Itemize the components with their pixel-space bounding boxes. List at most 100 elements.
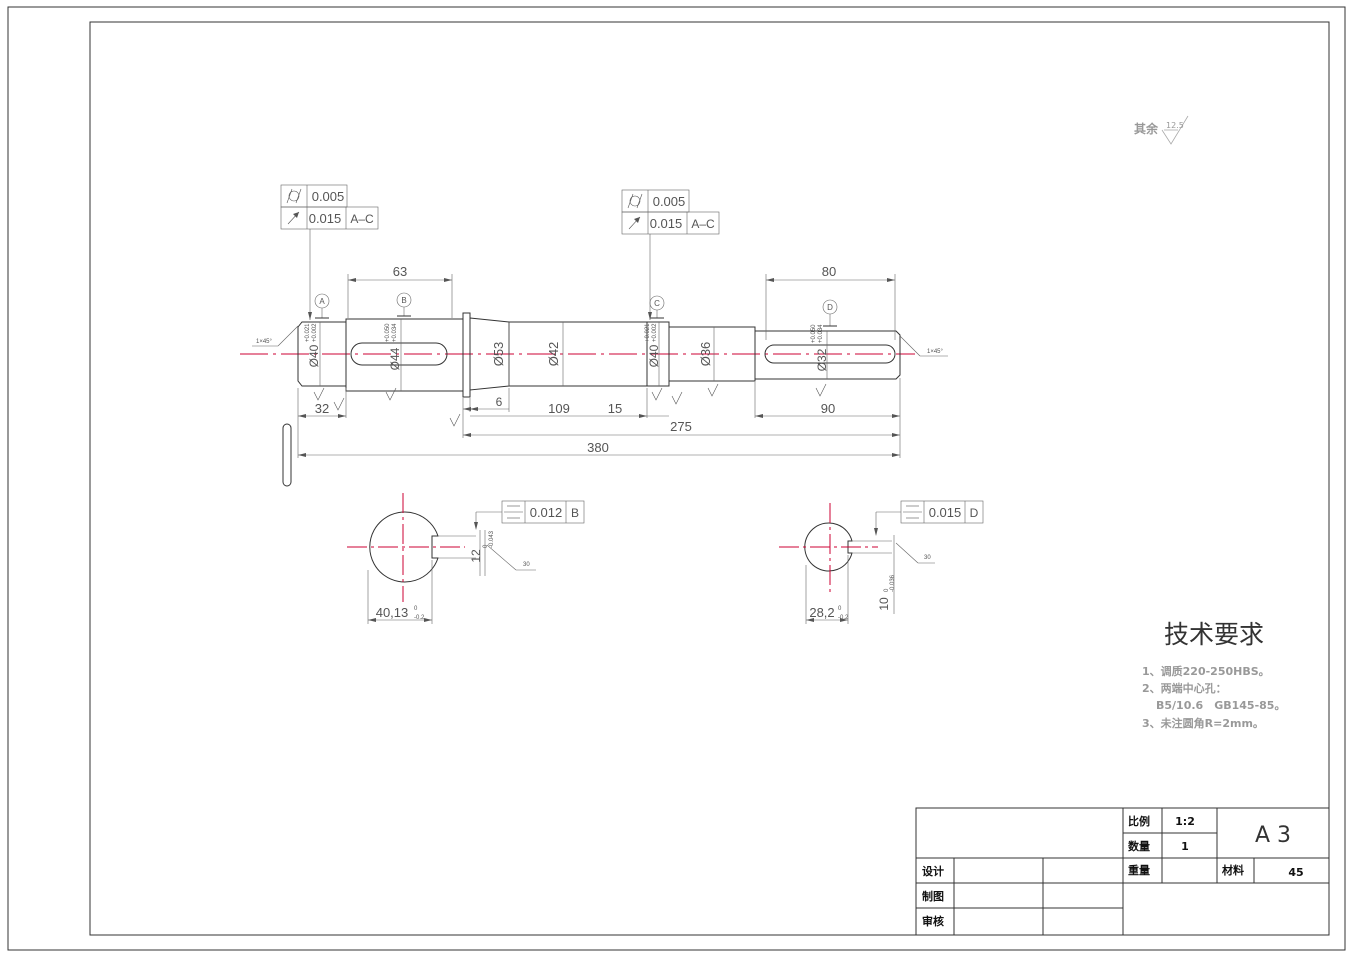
tol-32-upper: +0.050 <box>811 324 817 343</box>
tech-line-3: B5/10.6 GB145-85。 <box>1156 699 1285 712</box>
tb-scale-label: 比例 <box>1128 814 1150 828</box>
dim-380: 380 <box>587 440 609 455</box>
dia-40-left: Ø40 <box>307 344 321 367</box>
tech-line-4: 3、未注圆角R=2mm。 <box>1142 716 1264 730</box>
tb-scale-value: 1:2 <box>1175 815 1195 828</box>
dim-80: 80 <box>822 264 836 279</box>
tol-section-d-w-upper: 0 <box>838 606 842 612</box>
cylindricity-icon <box>286 188 302 204</box>
tb-draw-label: 制图 <box>922 889 944 903</box>
dim-section-b-width: 40,13 <box>376 605 409 620</box>
datum-ref-left: A–C <box>350 212 374 226</box>
dia-42: Ø42 <box>546 342 561 367</box>
flatness-value-middle: 0.005 <box>653 194 686 209</box>
datum-a: A <box>319 297 325 306</box>
datum-ref-middle: A–C <box>691 217 715 231</box>
tol-section-d-k-upper: 0 <box>884 588 890 592</box>
tb-design-label: 设计 <box>922 864 944 878</box>
tolerance-frame-middle: 0.005 0.015 A–C <box>621 189 720 320</box>
tb-weight-label: 重量 <box>1128 863 1150 877</box>
tol-section-d-w-lower: -0.2 <box>838 615 849 621</box>
symmetry-icon <box>903 505 922 519</box>
tech-line-1: 1、调质220-250HBS。 <box>1142 664 1270 678</box>
dia-36: Ø36 <box>698 342 713 367</box>
runout-arrow-icon <box>287 211 300 225</box>
dim-32: 32 <box>315 401 329 416</box>
symmetry-icon <box>504 505 523 519</box>
section-d-shape <box>804 522 853 572</box>
shaft-main-view <box>240 312 915 487</box>
tb-material-label: 材料 <box>1222 863 1244 877</box>
shaft-collar <box>462 312 471 398</box>
dim-63: 63 <box>393 264 407 279</box>
shaft-end-view-sketch <box>282 423 292 487</box>
title-block: 比例 1:2 数量 1 A 3 重量 材料 45 设计 制图 审核 <box>915 807 1330 936</box>
dim-109: 109 <box>548 401 570 416</box>
tol-section-b-w-lower: -0.2 <box>414 615 425 621</box>
runout-value-middle: 0.015 <box>650 216 683 231</box>
chamfer-right: 1×45° <box>927 349 944 355</box>
surface-finish-note: 其余 12.5 <box>1134 115 1189 145</box>
roughness-symbol-icon <box>1161 115 1189 145</box>
flatness-value-left: 0.005 <box>312 189 345 204</box>
tb-review-label: 审核 <box>922 914 944 928</box>
inner-frame <box>89 21 1330 936</box>
tol-40-right-lower: +0.002 <box>652 323 658 342</box>
svg-text:30: 30 <box>924 555 931 561</box>
tol-32-lower: +0.034 <box>818 324 824 343</box>
tol-40-left-lower: +0.002 <box>312 323 318 342</box>
tol-section-b-k-upper: 0 <box>483 544 489 548</box>
surface-finish-label: 其余 <box>1134 121 1159 136</box>
keyway-right <box>764 344 896 364</box>
section-b-shape <box>369 511 439 583</box>
tolerance-frame-left: 0.005 0.015 A–C <box>280 184 379 320</box>
dim-section-b-k: 12 <box>469 549 483 563</box>
dia-32: Ø32 <box>815 348 829 371</box>
tol-section-d-k-lower: -0.036 <box>890 574 896 592</box>
dim-90: 90 <box>821 401 835 416</box>
section-b-view: 0.012 B 30 12 0 -0.043 40,13 0 -0.2 <box>347 493 585 624</box>
shaft-end-keyed <box>754 330 901 380</box>
tech-title: 技术要求 <box>1164 620 1264 649</box>
outer-border <box>7 6 1346 951</box>
svg-text:30: 30 <box>523 562 530 568</box>
datum-b: B <box>401 296 406 305</box>
dim-275: 275 <box>670 419 692 434</box>
dim-section-d-width: 28,2 <box>809 605 834 620</box>
tol-40-left-upper: +0.021 <box>305 323 311 342</box>
symmetry-datum-b: B <box>571 506 579 520</box>
tech-requirements: 技术要求 1、调质220-250HBS。 2、两端中心孔： B5/10.6 GB… <box>1142 620 1285 730</box>
datum-d: D <box>827 303 833 312</box>
tb-qty-value: 1 <box>1181 840 1189 853</box>
tol-section-b-k-lower: -0.043 <box>489 530 495 548</box>
dia-44: Ø44 <box>388 347 402 370</box>
runout-arrow-icon <box>628 216 641 230</box>
tb-qty-label: 数量 <box>1128 839 1150 853</box>
keyway-left <box>350 342 448 366</box>
surface-finish-value: 12.5 <box>1166 121 1184 130</box>
tb-material-value: 45 <box>1288 866 1303 879</box>
dim-section-d-k: 10 <box>877 597 891 611</box>
tech-line-2: 2、两端中心孔： <box>1142 681 1227 695</box>
dim-6: 6 <box>496 395 503 409</box>
tb-sheet-size: A 3 <box>1255 823 1291 848</box>
tol-40-right-upper: +0.021 <box>645 323 651 342</box>
dia-40-right: Ø40 <box>647 344 661 367</box>
symmetry-datum-d: D <box>970 506 979 520</box>
datum-markers: A B C D <box>314 292 838 327</box>
tol-44-lower: +0.034 <box>392 323 398 342</box>
symmetry-value-b: 0.012 <box>530 505 563 520</box>
runout-value-left: 0.015 <box>309 211 342 226</box>
dimensions: 63 80 32 6 109 15 90 <box>252 264 948 458</box>
chamfer-left: 1×45° <box>256 339 273 345</box>
section-d-view: 0.015 D 30 10 0 -0.036 28,2 0 -0.2 <box>779 500 984 624</box>
dia-53: Ø53 <box>491 342 506 367</box>
cylindricity-icon <box>627 193 643 209</box>
dim-15: 15 <box>608 401 622 416</box>
datum-c: C <box>654 299 660 308</box>
tol-44-upper: +0.050 <box>385 323 391 342</box>
symmetry-value-d: 0.015 <box>929 505 962 520</box>
tol-section-b-w-upper: 0 <box>414 606 418 612</box>
shaft-seat-keyed <box>345 318 464 392</box>
